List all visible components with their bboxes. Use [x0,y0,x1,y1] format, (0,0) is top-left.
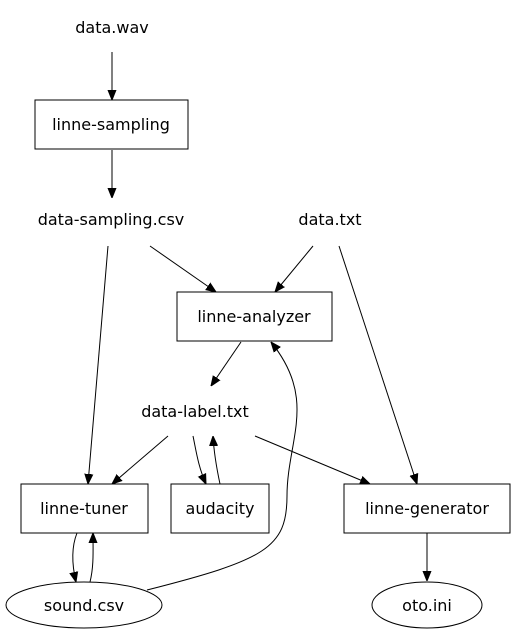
node-data-txt: data.txt [298,210,361,229]
edge-linne-tuner-to-sound-csv [73,532,77,582]
edges [73,52,427,591]
node-linne-analyzer: linne-analyzer [176,291,333,342]
node-audacity-label: audacity [186,499,255,518]
edge-sound-csv-to-linne-tuner [90,533,93,583]
node-linne-tuner-box [20,483,149,534]
node-oto-ini: oto.ini [371,581,483,629]
edge-linne-analyzer-to-data-label-txt [211,341,242,386]
node-data-txt-label: data.txt [298,210,361,229]
node-sound-csv-ellipse [5,581,163,629]
edge-data-txt-to-linne-generator [338,245,417,484]
edge-data-sampling-csv-to-linne-tuner [88,245,109,484]
node-data-label-txt-label: data-label.txt [141,402,249,421]
node-linne-tuner: linne-tuner [20,483,149,534]
node-audacity: audacity [170,483,270,534]
edge-data-label-txt-to-audacity [192,435,206,484]
node-linne-sampling-box [34,99,189,150]
node-sound-csv: sound.csv [5,581,163,629]
node-linne-analyzer-box [176,291,333,342]
edge-data-sampling-csv-to-linne-analyzer [149,245,216,292]
node-linne-generator-box [343,483,511,534]
node-oto-ini-label: oto.ini [402,596,452,615]
edge-data-txt-to-linne-analyzer [275,245,314,292]
edge-sound-csv-to-linne-analyzer [146,342,298,591]
node-linne-analyzer-label: linne-analyzer [197,307,311,326]
node-data-sampling-csv: data-sampling.csv [38,210,185,229]
node-data-wav-label: data.wav [75,18,148,37]
node-sound-csv-label: sound.csv [44,596,124,615]
edge-data-label-txt-to-linne-generator [254,435,370,484]
node-audacity-box [170,483,270,534]
edge-audacity-to-data-label-txt [213,436,221,485]
node-linne-generator-label: linne-generator [365,499,489,518]
node-linne-tuner-label: linne-tuner [40,499,128,518]
node-linne-sampling: linne-sampling [34,99,189,150]
edge-data-label-txt-to-linne-tuner [112,435,169,484]
node-data-label-txt: data-label.txt [141,402,249,421]
node-data-wav: data.wav [75,18,148,37]
node-linne-generator: linne-generator [343,483,511,534]
node-data-sampling-csv-label: data-sampling.csv [38,210,185,229]
node-oto-ini-ellipse [371,581,483,629]
node-linne-sampling-label: linne-sampling [52,115,170,134]
